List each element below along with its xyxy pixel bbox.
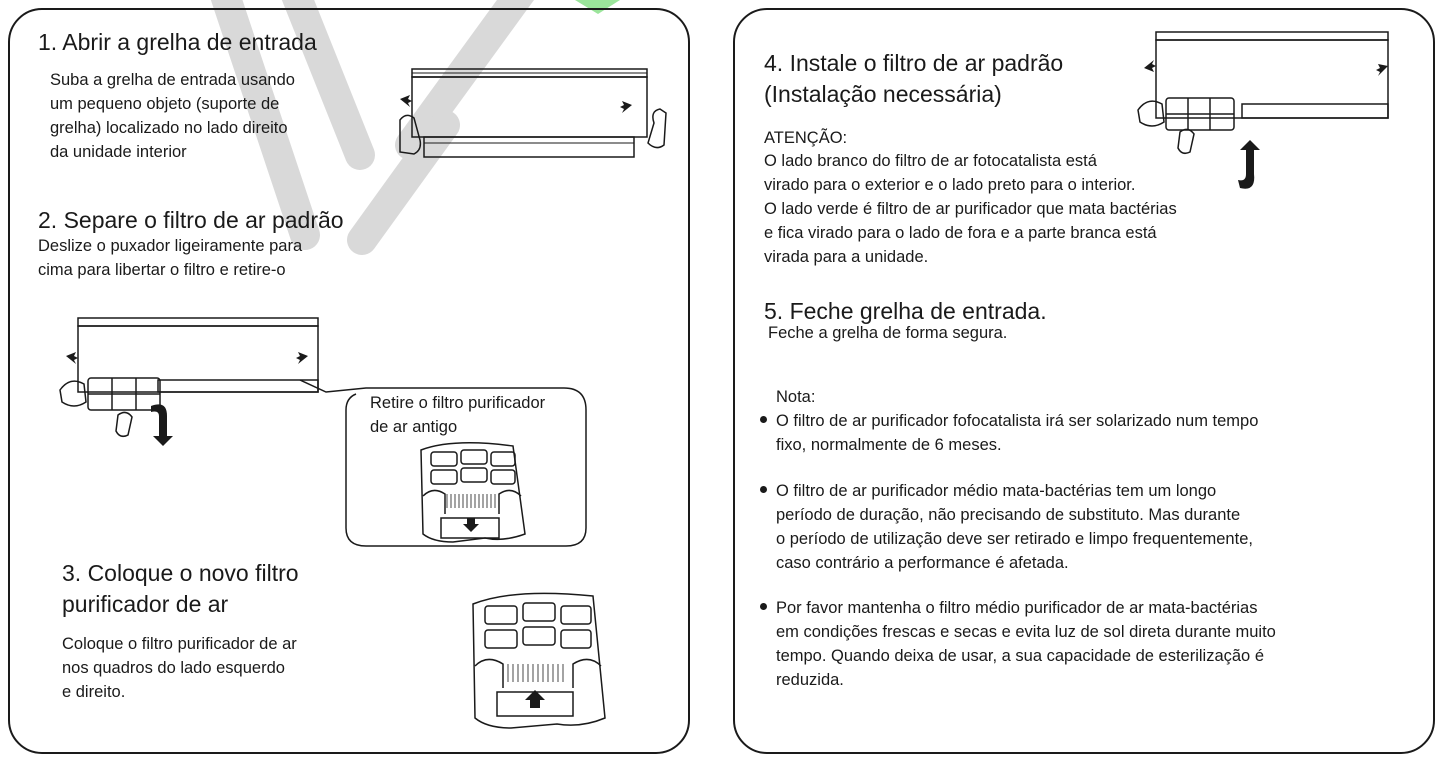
- step1-line-4: da unidade interior: [50, 143, 187, 161]
- step4-line-2: virado para o exterior e o lado preto pa…: [764, 176, 1136, 194]
- step3-line-3: e direito.: [62, 683, 126, 701]
- new-filter-illustration: [463, 586, 613, 736]
- step1-line-3: grelha) localizado no lado direito: [50, 119, 288, 137]
- note-3-line-2: em condições frescas e secas e evita luz…: [776, 623, 1276, 641]
- step3-line-1: Coloque o filtro purificador de ar: [62, 635, 297, 653]
- old-filter-illustration: [413, 438, 533, 548]
- step3-title-line-1: 3. Coloque o novo filtro: [62, 560, 299, 586]
- step4-line-5: virada para a unidade.: [764, 248, 929, 266]
- indoor-unit-install-filter-illustration: [1132, 28, 1422, 189]
- attention-label: ATENÇÃO:: [764, 129, 848, 147]
- step4-title-line-1: 4. Instale o filtro de ar padrão: [764, 50, 1064, 76]
- left-instructions-panel: [8, 8, 690, 754]
- note-1-line-2: fixo, normalmente de 6 meses.: [776, 436, 1002, 454]
- step2-line-2: cima para libertar o filtro e retire-o: [38, 261, 286, 279]
- step5-text: Feche a grelha de forma segura.: [768, 324, 1008, 342]
- callout-line-1: Retire o filtro purificador: [370, 394, 546, 412]
- note-label: Nota:: [776, 388, 816, 406]
- callout-bubble: [296, 350, 636, 550]
- step4-line-3: O lado verde é filtro de ar purificador …: [764, 200, 1177, 218]
- note-2-line-4: caso contrário a performance é afetada.: [776, 554, 1069, 572]
- step1-line-2: um pequeno objeto (suporte de: [50, 95, 280, 113]
- step4-line-4: e fica virado para o lado de fora e a pa…: [764, 224, 1157, 242]
- step2-line-1: Deslize o puxador ligeiramente para: [38, 237, 303, 255]
- indoor-unit-remove-filter-illustration: [48, 310, 348, 446]
- bullet-dot: [760, 603, 767, 610]
- step1-title: 1. Abrir a grelha de entrada: [38, 29, 317, 55]
- step3-title-line-2: purificador de ar: [62, 591, 229, 617]
- note-3-line-3: tempo. Quando deixa de usar, a sua capac…: [776, 647, 1264, 665]
- note-2-line-3: o período de utilização deve ser retirad…: [776, 530, 1253, 548]
- step4-title-line-2: (Instalação necessária): [764, 81, 1002, 107]
- right-instructions-panel: [733, 8, 1435, 754]
- step3-line-2: nos quadros do lado esquerdo: [62, 659, 285, 677]
- bullet-dot: [760, 486, 767, 493]
- note-3-line-4: reduzida.: [776, 671, 844, 689]
- note-2-line-2: período de duração, não precisando de su…: [776, 506, 1241, 524]
- callout-line-2: de ar antigo: [370, 418, 458, 436]
- indoor-unit-open-grille-illustration: [392, 65, 672, 165]
- step5-title: 5. Feche grelha de entrada.: [764, 298, 1047, 324]
- step2-title: 2. Separe o filtro de ar padrão: [38, 207, 344, 233]
- step4-line-1: O lado branco do filtro de ar fotocatali…: [764, 152, 1097, 170]
- bullet-dot: [760, 416, 767, 423]
- note-3-line-1: Por favor mantenha o filtro médio purifi…: [776, 599, 1258, 617]
- step1-line-1: Suba a grelha de entrada usando: [50, 71, 295, 89]
- note-2-line-1: O filtro de ar purificador médio mata-ba…: [776, 482, 1217, 500]
- note-1-line-1: O filtro de ar purificador fofocatalista…: [776, 412, 1259, 430]
